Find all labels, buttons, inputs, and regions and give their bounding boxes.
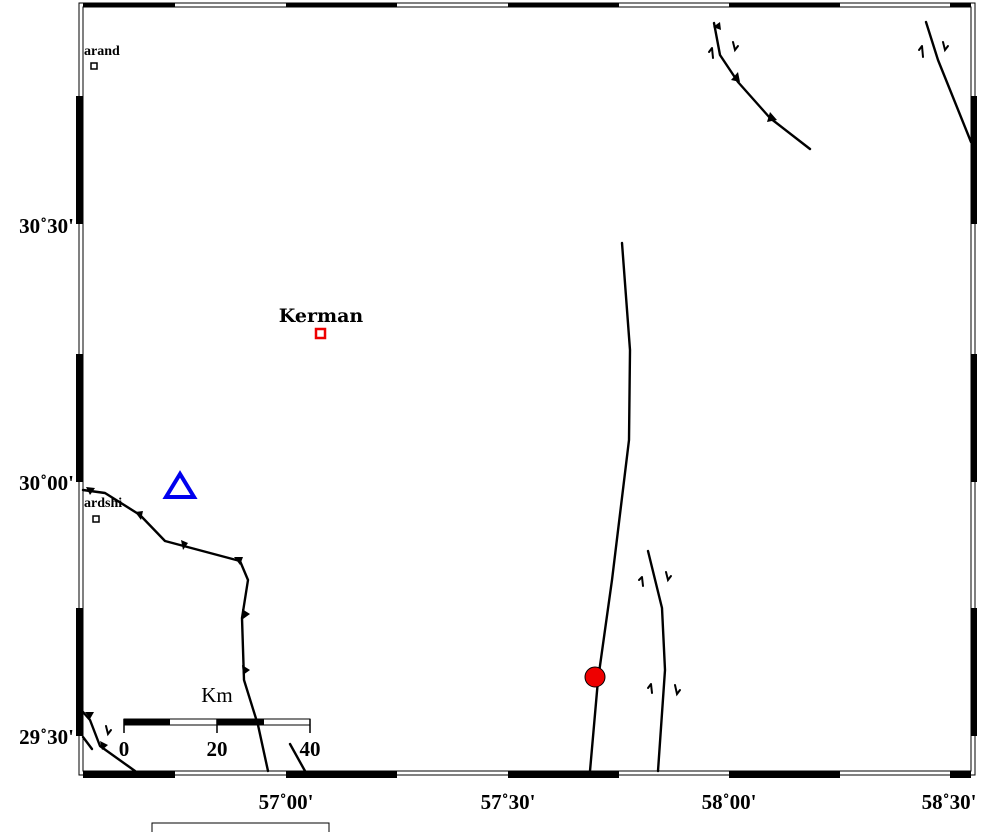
fault-southeast bbox=[646, 549, 667, 773]
scale-unit-label: Km bbox=[201, 683, 233, 707]
fault-motion-arrow bbox=[638, 576, 644, 587]
fault-thrust-tick bbox=[767, 112, 777, 122]
map-frame bbox=[76, 2, 977, 778]
fault-thrust-tick bbox=[242, 609, 250, 619]
latitude-label-30-30: 30˚30' bbox=[19, 214, 74, 238]
fault-motion-arrow bbox=[708, 47, 714, 59]
fault-thrust-tick bbox=[100, 741, 108, 750]
longitude-label-58-30: 58˚30' bbox=[922, 790, 977, 814]
city-marker bbox=[90, 62, 98, 70]
fault-thrust-tick bbox=[86, 487, 95, 495]
fault-southwest-thrust bbox=[81, 488, 270, 773]
city-kerman: Kerman bbox=[279, 305, 364, 340]
city-label-kerman: Kerman bbox=[279, 305, 364, 327]
fault-thrust-tick bbox=[731, 72, 740, 82]
scale-tick-0: 0 bbox=[119, 737, 130, 761]
city-marker bbox=[92, 515, 100, 523]
legend-box bbox=[151, 822, 330, 832]
fault-bottom-left-short bbox=[81, 735, 94, 751]
latitude-label-30-00: 30˚00' bbox=[19, 471, 74, 495]
scale-tick-20: 20 bbox=[207, 737, 228, 761]
longitude-label-58-00: 58˚00' bbox=[702, 790, 757, 814]
fault-thrust-tick bbox=[234, 557, 243, 565]
fault-northeast-thrust bbox=[712, 21, 812, 151]
longitude-label-57-00: 57˚00' bbox=[259, 790, 314, 814]
fault-bottom-left bbox=[81, 710, 137, 773]
epicenter-marker[interactable] bbox=[584, 666, 606, 688]
fault-motion-arrow bbox=[732, 41, 739, 53]
kerman-marker bbox=[314, 327, 327, 340]
fault-motion-arrow bbox=[942, 41, 949, 53]
fault-motion-arrow bbox=[105, 725, 112, 737]
fault-lines bbox=[81, 20, 973, 773]
fault-thrust-tick bbox=[713, 22, 721, 30]
city-label-zarand: arand bbox=[84, 44, 120, 59]
city-sirjan: ardshi bbox=[84, 496, 122, 523]
scale-tick-40: 40 bbox=[300, 737, 321, 761]
fault-far-northeast bbox=[924, 20, 973, 144]
fault-motion-arrow bbox=[647, 683, 653, 694]
fault-motion-arrow bbox=[674, 684, 681, 697]
city-zarand: arand bbox=[84, 44, 120, 70]
scale-bar: Km 0 20 40 bbox=[119, 683, 321, 761]
fault-thrust-tick bbox=[181, 540, 188, 550]
fault-thrust-tick bbox=[242, 665, 250, 675]
fault-motion-arrow bbox=[665, 571, 672, 583]
latitude-label-29-30: 29˚30' bbox=[19, 725, 74, 749]
fault-thrust-tick bbox=[85, 712, 94, 719]
fault-thrust-tick bbox=[135, 511, 143, 520]
fault-central bbox=[588, 241, 632, 773]
fault-motion-arrow bbox=[918, 45, 924, 58]
station-triangle[interactable] bbox=[162, 470, 198, 499]
fault-bottom-center bbox=[288, 742, 307, 773]
longitude-label-57-30: 57˚30' bbox=[481, 790, 536, 814]
city-label-sirjan: ardshi bbox=[84, 496, 122, 511]
